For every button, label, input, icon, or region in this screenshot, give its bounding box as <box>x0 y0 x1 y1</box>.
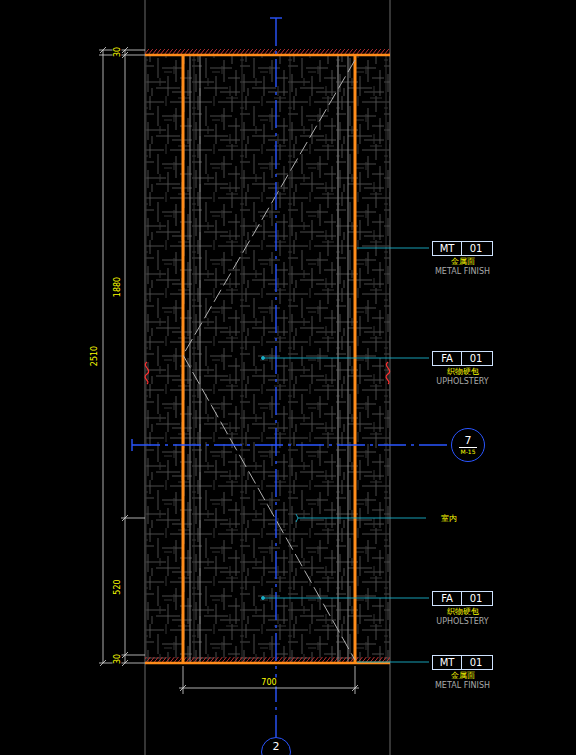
metal-frame <box>145 55 390 663</box>
material-code: FA <box>433 592 461 605</box>
wall-texture <box>145 55 390 663</box>
material-tag: MT01金属面METAL FINISH <box>432 241 493 278</box>
tag-frame: FA01 <box>432 591 493 606</box>
material-code: FA <box>433 352 461 365</box>
tag-frame: MT01 <box>432 655 493 670</box>
material-name-en: UPHOLSTERY <box>432 377 493 387</box>
material-name-en: METAL FINISH <box>432 681 493 691</box>
material-tag: FA01织物硬包UPHOLSTERY <box>432 351 493 388</box>
section-callout: 2 <box>261 737 291 755</box>
tag-body: MT01金属面METAL FINISH <box>432 655 493 691</box>
tag-frame: FA01 <box>432 351 493 366</box>
material-name: 织物硬包 <box>432 366 493 377</box>
door-inner-lines <box>190 55 348 663</box>
section-callout: 7M-15 <box>451 428 485 462</box>
material-name: 金属面 <box>432 670 493 681</box>
material-name: 金属面 <box>432 256 493 267</box>
dimension-lines <box>99 47 359 694</box>
note-label: 室内 <box>440 514 458 523</box>
material-number: 01 <box>461 352 490 365</box>
tag-body: FA01织物硬包UPHOLSTERY <box>432 591 493 627</box>
material-name-en: METAL FINISH <box>432 267 493 277</box>
material-tag: FA01织物硬包UPHOLSTERY <box>432 591 493 628</box>
material-code: MT <box>433 242 461 255</box>
dimension: 30 <box>113 653 122 665</box>
material-number: 01 <box>461 592 490 605</box>
sheet-number: M-15 <box>459 447 478 456</box>
callout-number: 2 <box>273 741 280 753</box>
panel-outline <box>145 0 390 755</box>
callout-circle: 2 <box>261 737 291 755</box>
material-name-en: UPHOLSTERY <box>432 617 493 627</box>
material-number: 01 <box>461 242 490 255</box>
material-code: MT <box>433 656 461 669</box>
center-lines <box>132 18 451 737</box>
dimension: 1880 <box>113 276 122 298</box>
tag-frame: MT01 <box>432 241 493 256</box>
material-name: 织物硬包 <box>432 606 493 617</box>
tag-body: MT01金属面METAL FINISH <box>432 241 493 277</box>
material-tag: MT01金属面METAL FINISH <box>432 655 493 692</box>
door-swing <box>183 60 355 660</box>
dimension: 700 <box>260 678 277 687</box>
callout-circle: 7M-15 <box>451 428 485 462</box>
material-number: 01 <box>461 656 490 669</box>
dimension: 30 <box>113 46 122 58</box>
break-symbols <box>145 362 390 384</box>
dimension: 2510 <box>90 345 99 367</box>
tag-body: FA01织物硬包UPHOLSTERY <box>432 351 493 387</box>
leader-lines <box>262 248 430 662</box>
dimension: 520 <box>113 578 122 595</box>
callout-number: 7 <box>465 435 472 447</box>
